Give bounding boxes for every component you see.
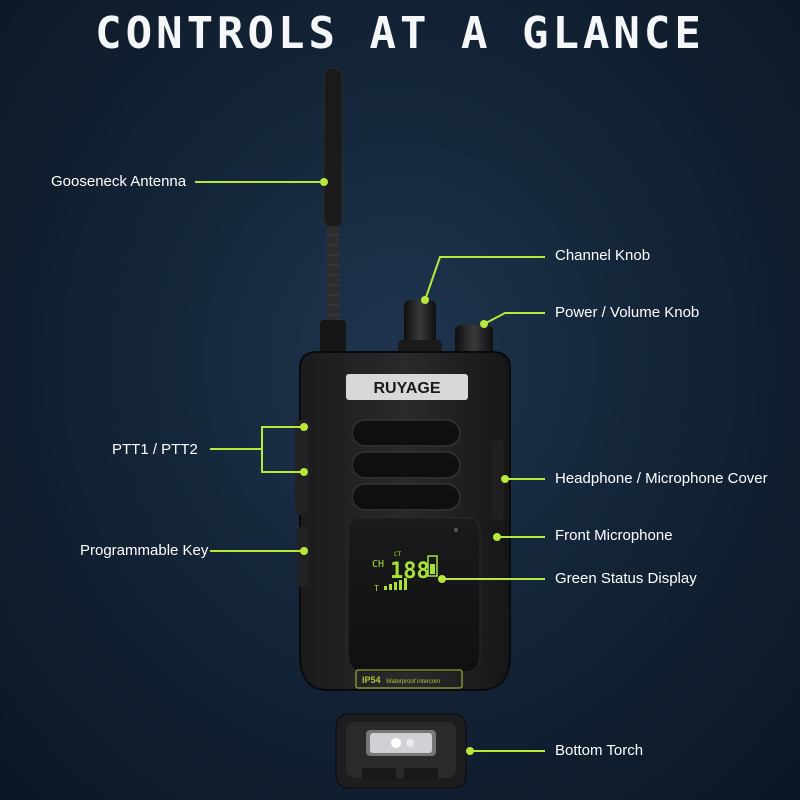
lcd-battery-fill: [430, 564, 435, 574]
torch-led-icon: [391, 738, 401, 748]
headphone-cover: [492, 440, 504, 520]
label-ptt: PTT1 / PTT2: [112, 441, 198, 458]
lcd-signal-icon: [384, 578, 407, 590]
label-programmable-key: Programmable Key: [80, 542, 209, 559]
programmable-key: [297, 527, 309, 587]
label-gooseneck-antenna: Gooseneck Antenna: [51, 173, 187, 190]
brand-plate: [346, 374, 468, 400]
label-channel-knob: Channel Knob: [555, 247, 651, 264]
lcd-t-label: T: [374, 584, 379, 593]
label-bottom-torch: Bottom Torch: [555, 742, 644, 759]
brand-text: RUYAGE: [374, 380, 441, 397]
mic-hole: [454, 528, 458, 532]
rating-note: Waterproof intercom: [386, 679, 440, 685]
lcd-ct-label: CT: [394, 551, 402, 558]
bottom-view: [335, 713, 467, 789]
speaker-grille: [351, 419, 461, 511]
label-green-status-display: Green Status Display: [555, 570, 697, 587]
label-power-volume-knob: Power / Volume Knob: [555, 304, 700, 321]
lcd-battery-icon: [427, 555, 438, 577]
lcd-digits: 188: [390, 559, 430, 584]
rating-badge: [355, 669, 463, 689]
label-headphone-cover: Headphone / Microphone Cover: [555, 470, 768, 487]
antenna: [320, 67, 346, 360]
rating-text: IP54: [362, 675, 381, 685]
lcd-ch-label: CH: [372, 559, 384, 570]
label-front-microphone: Front Microphone: [555, 527, 673, 544]
ptt-button: [295, 420, 309, 515]
front-panel: [347, 517, 481, 673]
page-title: CONTROLS AT A GLANCE: [95, 8, 705, 59]
